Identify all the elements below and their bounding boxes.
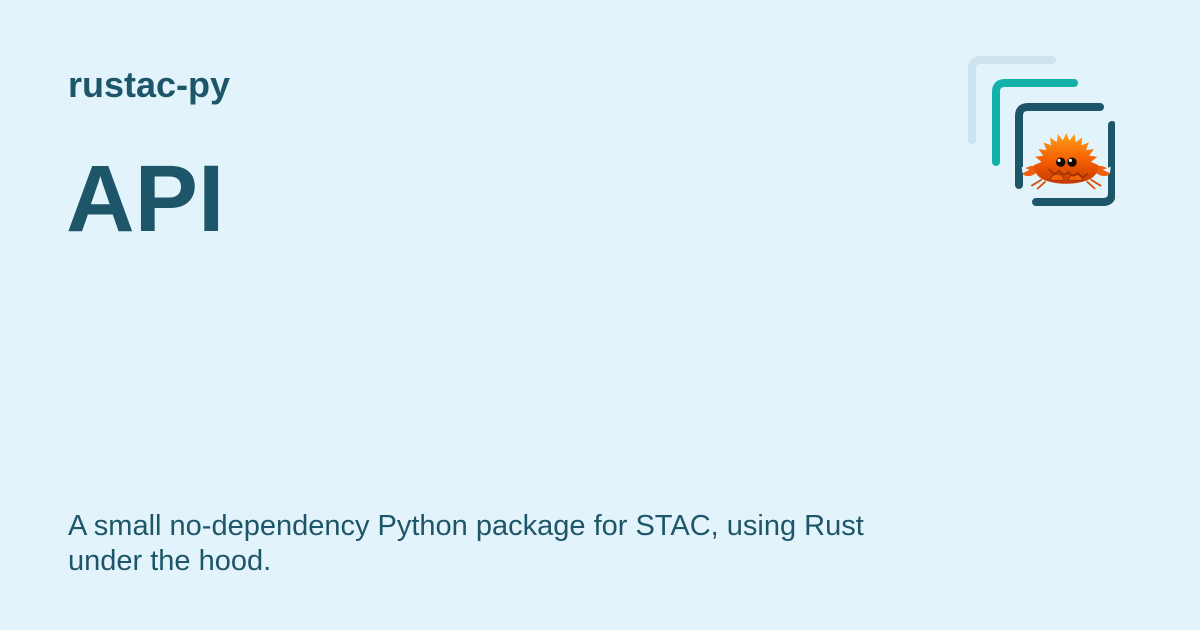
ferris-crab-icon xyxy=(1021,133,1111,190)
crab-claw-notch-left xyxy=(1021,166,1030,174)
crab-eye-left xyxy=(1056,157,1066,167)
crab-mouth xyxy=(1048,168,1089,178)
logo-square-middle xyxy=(992,79,1078,166)
description-line-1: A small no-dependency Python package for… xyxy=(68,510,864,542)
crab-eye-shine-left xyxy=(1057,158,1061,163)
logo-square-front-bottom-right xyxy=(1032,121,1115,206)
description-line-2: under the hood. xyxy=(68,545,272,577)
rustac-logo xyxy=(968,56,1115,206)
page-description: A small no-dependency Python package for… xyxy=(68,509,864,579)
crab-legs xyxy=(1030,178,1102,190)
crab-eye-right xyxy=(1067,157,1077,167)
site-name: rustac-py xyxy=(68,64,231,105)
crab-body xyxy=(1034,133,1099,184)
logo-square-front-top-left xyxy=(1015,103,1104,189)
logo-square-back xyxy=(968,56,1056,144)
crab-eye-shine-right xyxy=(1068,158,1072,163)
page-title: API xyxy=(66,146,225,252)
crab-claw-notch-right xyxy=(1102,166,1111,174)
